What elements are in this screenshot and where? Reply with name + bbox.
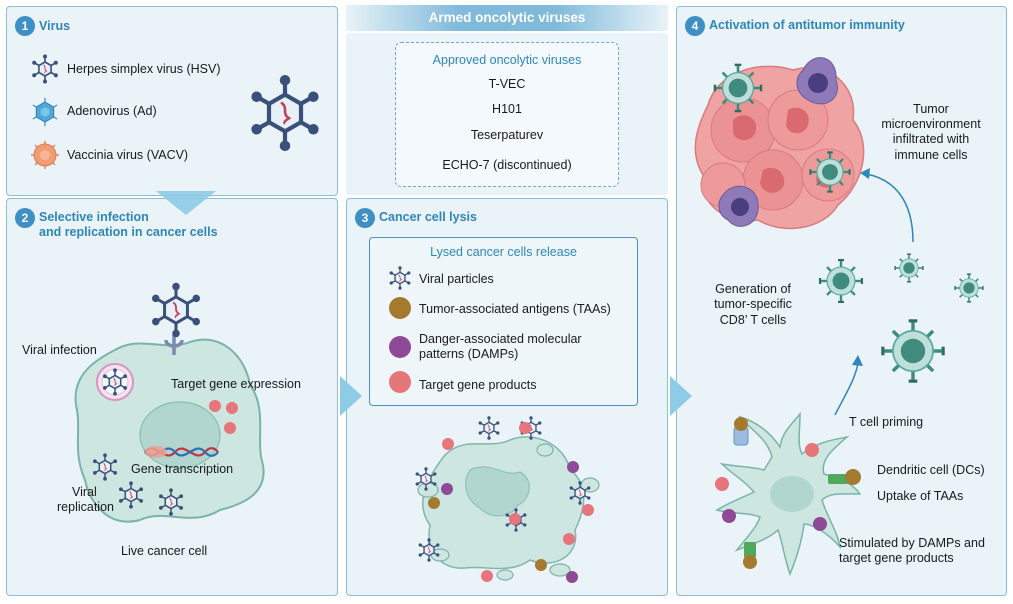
label-viral-infection: Viral infection bbox=[22, 343, 97, 357]
release-item: Viral particles bbox=[419, 272, 494, 286]
released-particles bbox=[428, 422, 594, 583]
release-box bbox=[369, 237, 638, 406]
label-gene-transcription: Gene transcription bbox=[131, 462, 234, 476]
flow-arrow-2-3 bbox=[340, 376, 362, 416]
approved-item: Teserpaturev bbox=[470, 128, 544, 142]
tme-label-1: Tumor bbox=[913, 102, 949, 116]
tme-label-2: microenvironment bbox=[881, 117, 981, 131]
t-cell-icon bbox=[818, 258, 864, 304]
label-dendritic-cell: Dendritic cell (DCs) bbox=[877, 463, 985, 477]
release-item: Danger-associated molecular bbox=[419, 332, 582, 346]
panel-title: Activation of antitumor immunity bbox=[709, 18, 905, 32]
virus-label-hsv: Herpes simplex virus (HSV) bbox=[67, 62, 221, 76]
step-number: 1 bbox=[15, 16, 35, 36]
tme-label-4: immune cells bbox=[894, 148, 968, 162]
adenovirus-icon bbox=[32, 98, 58, 126]
taa-icon bbox=[389, 297, 411, 319]
tme-label-3: infiltrated with bbox=[892, 132, 970, 146]
large-virus-icon bbox=[245, 73, 325, 153]
label-stimulated-2: target gene products bbox=[839, 551, 954, 565]
release-item-line2: patterns (DAMPs) bbox=[419, 347, 519, 361]
live-cancer-cell-illustration bbox=[74, 335, 265, 523]
panel-title: Virus bbox=[39, 19, 71, 33]
approved-item: T-VEC bbox=[488, 77, 526, 91]
virus-icon bbox=[150, 281, 202, 339]
label-viral-replication-1: Viral bbox=[72, 485, 97, 499]
flow-arrow-1-2 bbox=[156, 191, 216, 215]
step-number: 4 bbox=[685, 16, 705, 36]
panel-title: Cancer cell lysis bbox=[379, 210, 477, 224]
release-item: Target gene products bbox=[419, 378, 537, 392]
vaccinia-icon bbox=[31, 141, 59, 169]
virus-icon bbox=[92, 452, 118, 482]
label-live-cancer-cell: Live cancer cell bbox=[121, 544, 208, 558]
label-viral-replication-2: replication bbox=[57, 500, 114, 514]
step-number: 2 bbox=[15, 208, 35, 228]
t-cell-icon bbox=[713, 63, 763, 113]
gen-label-1: Generation of bbox=[715, 282, 791, 296]
label-uptake: Uptake of TAAs bbox=[877, 489, 964, 503]
header-bar bbox=[346, 5, 668, 31]
virus-label-vacv: Vaccinia virus (VACV) bbox=[67, 148, 189, 162]
dendritic-cell-icon bbox=[715, 411, 862, 577]
virus-label-ad: Adenovirus (Ad) bbox=[67, 104, 157, 118]
gen-label-3: CD8’ T cells bbox=[719, 313, 787, 327]
panel-title-line1: Selective infection bbox=[39, 210, 149, 224]
target-gene-product-icon bbox=[389, 371, 411, 393]
damp-icon bbox=[389, 336, 411, 358]
dna-helix-icon bbox=[144, 446, 219, 458]
virus-icon bbox=[118, 480, 144, 510]
t-cell-icon bbox=[881, 319, 945, 383]
lysed-cell-illustration bbox=[417, 436, 600, 581]
virus-icon bbox=[158, 487, 184, 517]
panel-title-line2: and replication in cancer cells bbox=[39, 225, 218, 239]
approved-item: ECHO-7 (discontinued) bbox=[442, 158, 572, 172]
approved-box bbox=[395, 42, 619, 187]
header-title: Armed oncolytic viruses bbox=[428, 10, 586, 25]
label-stimulated-1: Stimulated by DAMPs and bbox=[839, 536, 985, 550]
release-heading: Lysed cancer cells release bbox=[430, 245, 577, 259]
step-number: 3 bbox=[355, 208, 375, 228]
approved-item: H101 bbox=[492, 102, 522, 116]
panel-virus: 1 Virus Herpes simplex virus (HSV) Adeno… bbox=[6, 6, 338, 196]
herpes-virus-icon bbox=[31, 53, 59, 85]
t-cell-icon bbox=[809, 151, 851, 193]
viral-particle-icon bbox=[388, 265, 412, 291]
approved-heading: Approved oncolytic viruses bbox=[432, 53, 582, 67]
label-target-gene-expression: Target gene expression bbox=[171, 377, 301, 391]
release-item: Tumor-associated antigens (TAAs) bbox=[419, 302, 611, 316]
gen-label-2: tumor-specific bbox=[714, 297, 792, 311]
label-t-cell-priming: T cell priming bbox=[849, 415, 924, 429]
virus-icon bbox=[102, 367, 128, 397]
arrow-to-tme bbox=[860, 168, 914, 243]
flow-arrow-3-4 bbox=[670, 376, 692, 416]
t-cell-icon bbox=[954, 273, 984, 303]
arrow-to-t-cells bbox=[834, 355, 863, 416]
